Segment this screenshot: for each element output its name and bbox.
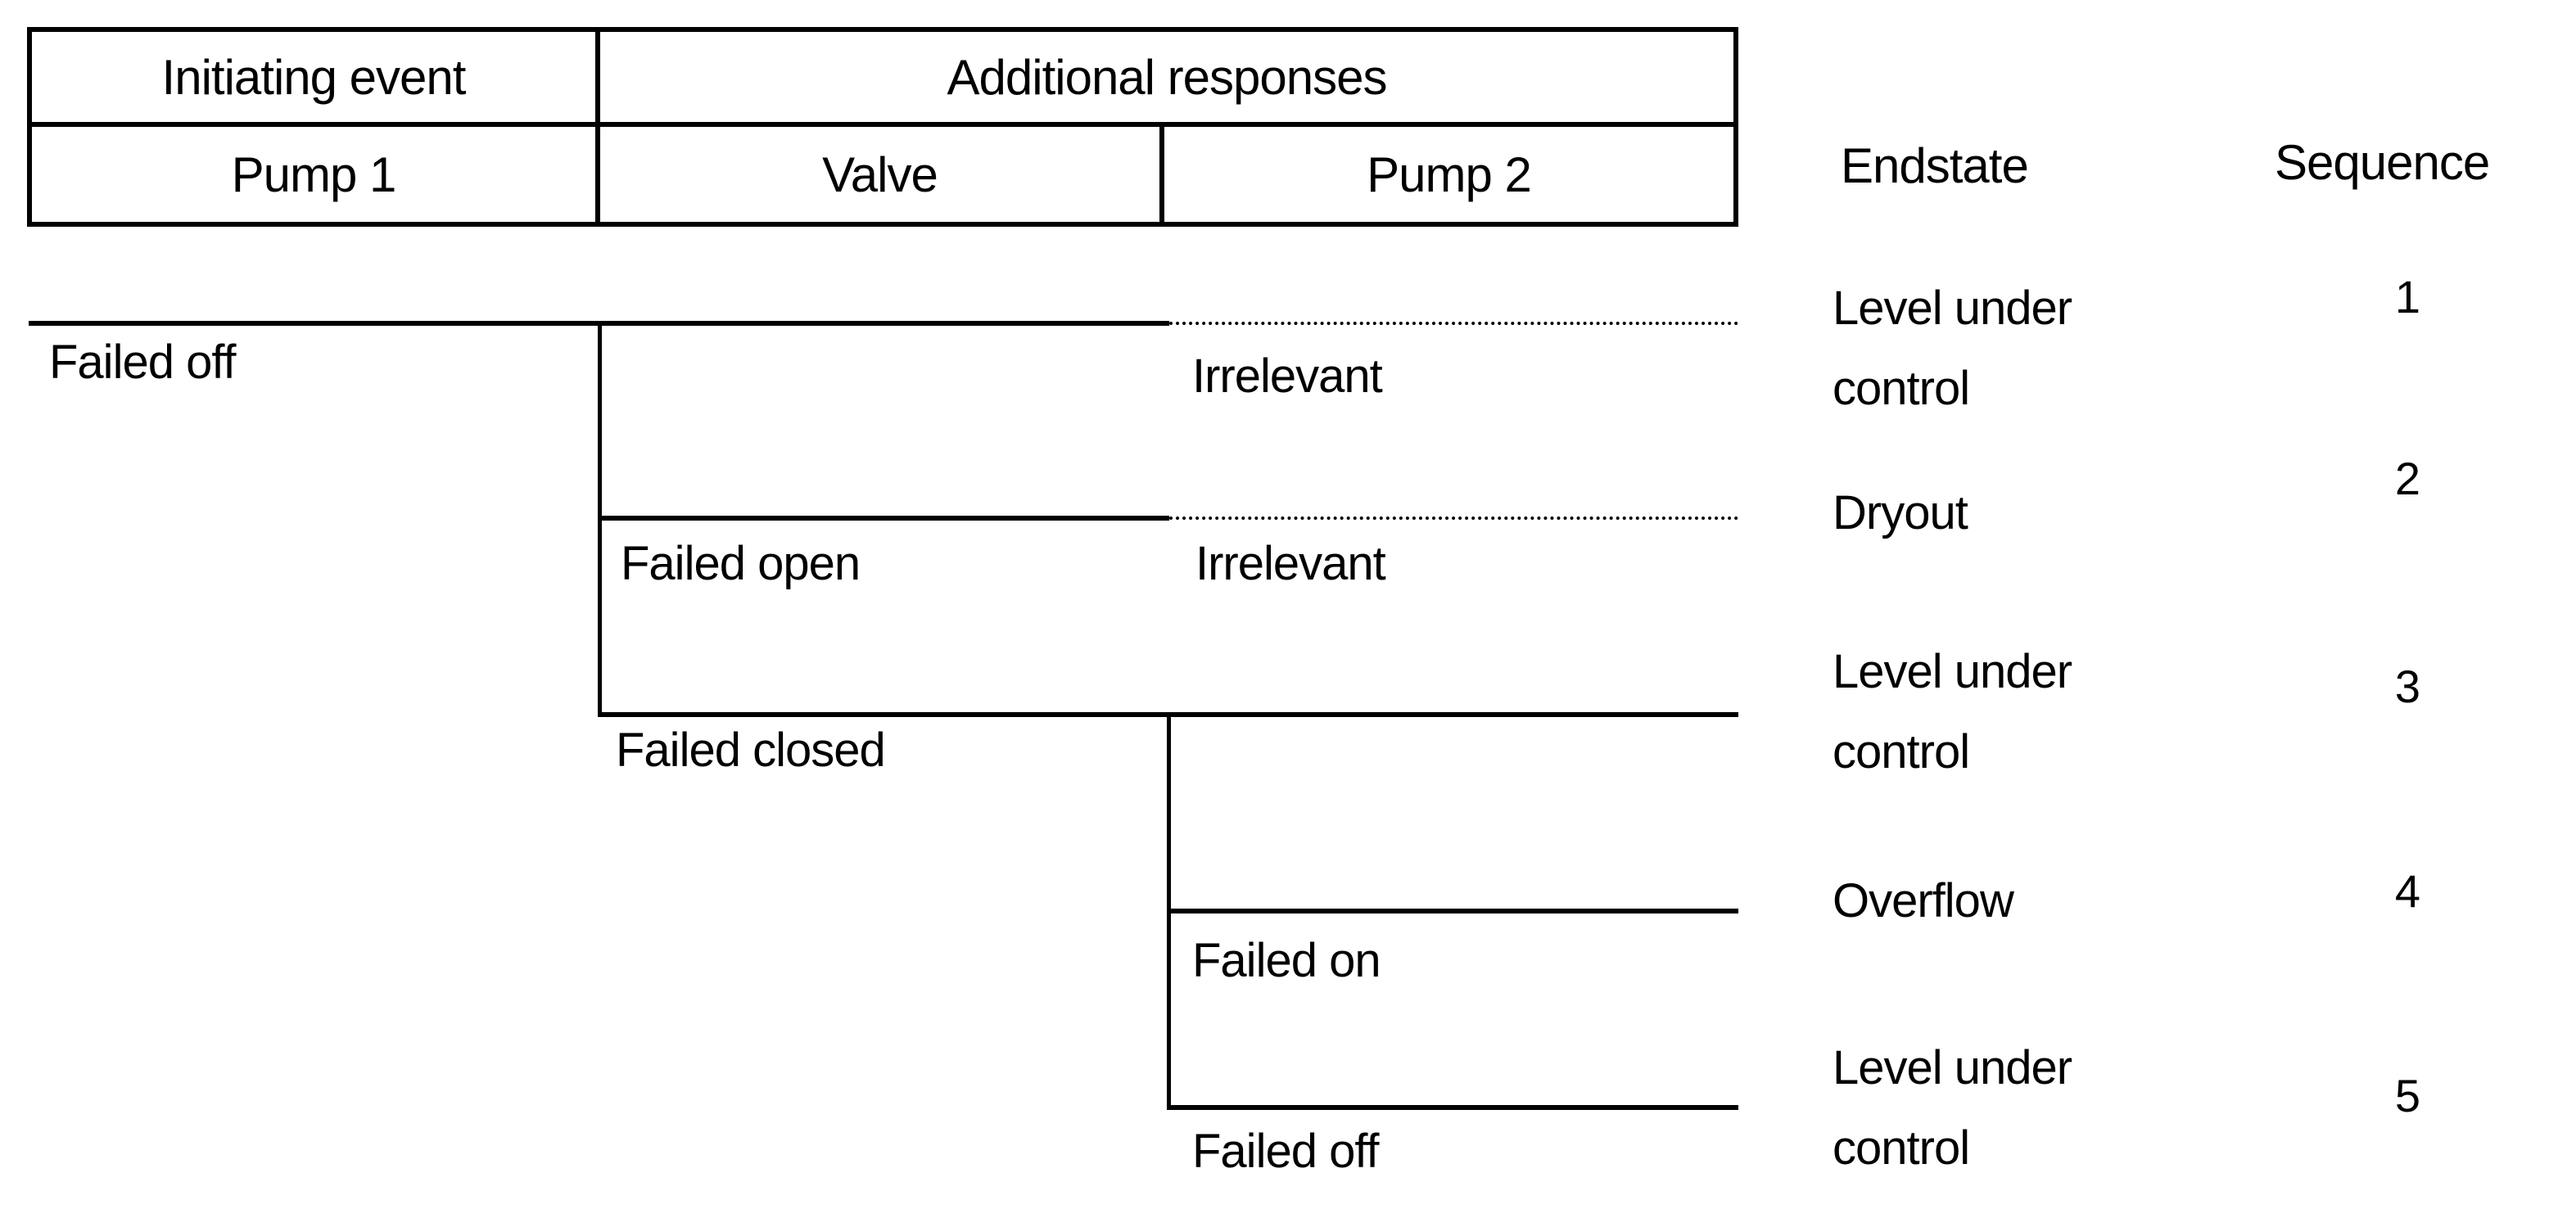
cell-pump1: Pump 1	[32, 127, 600, 222]
cell-valve: Valve	[600, 127, 1164, 222]
endstate-3: Level under control	[1833, 645, 2072, 778]
branch-line-4-solid	[1169, 909, 1738, 914]
header-table: Initiating event Additional responses Pu…	[27, 27, 1738, 227]
branch-line-2-dotted	[1169, 517, 1738, 520]
valve-branch-trunk-line	[598, 321, 602, 717]
label-valve-failed-open: Failed open	[621, 537, 861, 590]
endstate-4: Overflow	[1833, 874, 2014, 927]
branch-line-2-solid	[600, 516, 1169, 521]
endstate-2: Dryout	[1833, 486, 1968, 539]
sequence-number-5: 5	[2394, 1070, 2420, 1121]
endstate-1: Level under control	[1833, 282, 2072, 415]
sequence-number-1: 1	[2394, 271, 2420, 323]
pump2-branch-trunk-line	[1167, 712, 1171, 1110]
sequence-number-4: 4	[2394, 865, 2420, 917]
sequence-number-3: 3	[2394, 661, 2420, 712]
label-pump1-failed-off: Failed off	[49, 336, 237, 389]
branch-line-1-dotted	[1169, 322, 1738, 325]
endstate-header: Endstate	[1841, 138, 2029, 193]
label-pump2-irrelevant-2: Irrelevant	[1195, 537, 1386, 590]
cell-additional-responses: Additional responses	[600, 32, 1733, 127]
branch-line-5-solid	[1169, 1105, 1738, 1110]
label-pump2-failed-on: Failed on	[1192, 934, 1381, 987]
sequence-header: Sequence	[2275, 135, 2490, 190]
cell-initiating-event: Initiating event	[32, 32, 600, 127]
sequence-number-2: 2	[2394, 453, 2420, 504]
label-pump2-failed-off: Failed off	[1192, 1125, 1380, 1178]
label-pump2-irrelevant-1: Irrelevant	[1192, 350, 1383, 403]
endstate-5: Level under control	[1833, 1041, 2072, 1175]
label-valve-failed-closed: Failed closed	[616, 724, 886, 777]
cell-pump2: Pump 2	[1367, 147, 1532, 202]
